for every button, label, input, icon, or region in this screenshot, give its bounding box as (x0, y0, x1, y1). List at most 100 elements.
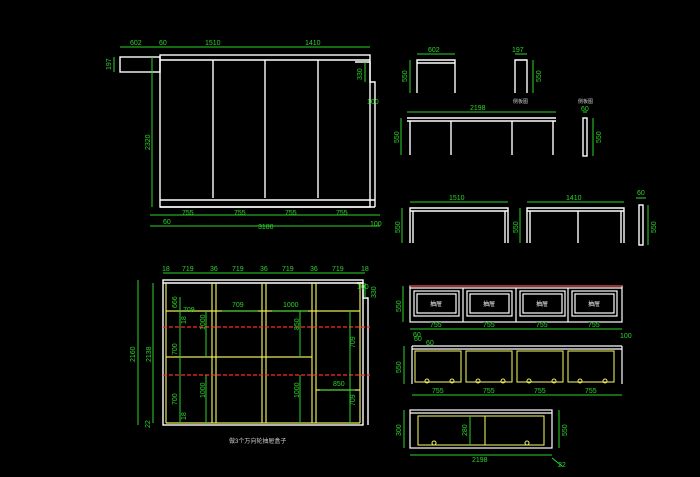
front-dim-1410: 1410 (305, 40, 321, 47)
cab-b-width: 197 (512, 47, 524, 54)
section-left-700b: 700 (172, 393, 179, 405)
section-inner-709d: 850 (333, 381, 345, 388)
front-total-3180: 3180 (258, 224, 274, 231)
drawer-side: 300 280 550 2198 22 (396, 409, 569, 469)
plan-755-2: 755 (483, 388, 495, 395)
plan-top-60b: 60 (426, 340, 434, 347)
cab-a-outline (416, 59, 456, 93)
section-top-719b: 719 (232, 266, 244, 273)
front-dim-330: 330 (357, 68, 364, 80)
drawer-front-755-4: 755 (588, 322, 600, 329)
front-dim-100: 100 (367, 99, 379, 106)
end-piece-outline (638, 204, 644, 246)
cab-a-height: 550 (402, 70, 409, 82)
drawer-1 (413, 290, 460, 317)
drawer-label-4: 抽屉 (588, 300, 600, 308)
section-lower-1000a: 1000 (200, 382, 207, 398)
section-caption: 做3个万向轮抽屉盒子 (229, 437, 286, 445)
drawer-front-755-3: 755 (536, 322, 548, 329)
front-view: 602 60 1510 1410 197 2320 330 100 60 755… (106, 40, 382, 231)
section-top-36c: 36 (310, 266, 318, 273)
side-piece-width: 60 (581, 106, 589, 113)
front-dim-2320: 2320 (145, 134, 152, 150)
section-inner-1000a: 1000 (200, 314, 207, 330)
drawer-label-2: 抽屉 (483, 300, 495, 308)
side-piece-outline (582, 117, 588, 157)
drawer-3 (519, 290, 566, 317)
plan-755-4: 755 (585, 388, 597, 395)
frame-1-outline (409, 207, 509, 243)
plan-box-4 (567, 350, 615, 383)
drawer-side-outer (409, 409, 553, 449)
frame-1-width: 1510 (449, 195, 465, 202)
section-top-719a: 719 (182, 266, 194, 273)
drawer-side-corner-22: 22 (558, 462, 566, 469)
front-bottom-755-1: 755 (182, 210, 194, 217)
drawer-front-100: 100 (620, 333, 632, 340)
section-top-719c: 719 (282, 266, 294, 273)
drawer-side-left-300: 300 (396, 424, 403, 436)
plan-box-2 (465, 350, 513, 383)
front-bottom-60: 60 (163, 219, 171, 226)
front-bottom-755-2: 755 (234, 210, 246, 217)
front-bottom-100: 100 (370, 221, 382, 228)
cab-a-width: 602 (428, 47, 440, 54)
drawer-front-height: 550 (396, 300, 403, 312)
section-inner-850a: 709 (350, 336, 357, 348)
front-dim-1510: 1510 (205, 40, 221, 47)
section-inner-1000b: 850 (294, 318, 301, 330)
plan-box-1 (414, 350, 462, 383)
front-bottom-755-3: 755 (285, 210, 297, 217)
section-top-719d: 719 (332, 266, 344, 273)
section-inner-709b: 709 (232, 302, 244, 309)
end-piece-height: 550 (651, 221, 658, 233)
section-view: 18 719 36 719 36 719 36 719 18 2160 2138… (130, 266, 378, 445)
drawer-plan: 550 60 60 755 755 755 755 (396, 336, 623, 396)
drawer-2 (466, 290, 513, 317)
section-top-36a: 36 (210, 266, 218, 273)
drawer-front: 抽屉 抽屉 抽屉 抽屉 550 60 755 755 755 755 100 (396, 285, 632, 340)
frame-2-height: 550 (513, 221, 520, 233)
section-right-100: 100 (357, 284, 369, 291)
long-frame-width: 2198 (470, 105, 486, 112)
front-dim-60: 60 (159, 40, 167, 47)
section-inner-2138: 2138 (146, 346, 153, 362)
plan-height: 550 (396, 361, 403, 373)
plan-755-1: 755 (432, 388, 444, 395)
section-inner-709c: 1000 (283, 302, 299, 309)
side-piece-note: 侧板图 (578, 98, 593, 105)
section-inner-709a: 709 (183, 307, 195, 314)
cab-b-note: 侧板图 (513, 98, 528, 105)
end-piece-width: 60 (637, 190, 645, 197)
plan-top-60: 60 (414, 336, 422, 343)
section-inner-850b: 709 (350, 394, 357, 406)
long-frame-height: 550 (394, 131, 401, 143)
section-left-18b: 18 (181, 412, 188, 420)
front-view-top-ledge (119, 56, 161, 73)
drawer-front-60: 60 (413, 332, 421, 339)
drawer-side-inner-280: 280 (462, 424, 469, 436)
plan-755-3: 755 (534, 388, 546, 395)
section-left-18a: 18 (181, 316, 188, 324)
cab-b-height: 550 (536, 70, 543, 82)
drawer-front-755-1: 755 (430, 322, 442, 329)
mid-views: 1510 550 1410 550 60 550 (395, 190, 658, 246)
drawer-label-3: 抽屉 (536, 300, 548, 308)
drawer-side-width: 2198 (472, 457, 488, 464)
drawer-4 (571, 290, 618, 317)
section-bottom-22: 22 (145, 420, 152, 428)
front-dim-602: 602 (130, 40, 142, 47)
section-top-36b: 36 (260, 266, 268, 273)
frame-2-outline (526, 207, 625, 243)
section-outer (162, 279, 364, 426)
section-right-330: 330 (371, 286, 378, 298)
front-bottom-755-4: 755 (336, 210, 348, 217)
section-left-700a: 700 (172, 343, 179, 355)
top-views: 602 550 197 550 2198 550 60 550 侧板图 侧板图 (394, 47, 603, 157)
drawer-front-755-2: 755 (483, 322, 495, 329)
plan-box-3 (516, 350, 564, 383)
front-dim-197: 197 (106, 58, 113, 70)
section-top-18b: 18 (361, 266, 369, 273)
side-piece-height: 550 (596, 131, 603, 143)
